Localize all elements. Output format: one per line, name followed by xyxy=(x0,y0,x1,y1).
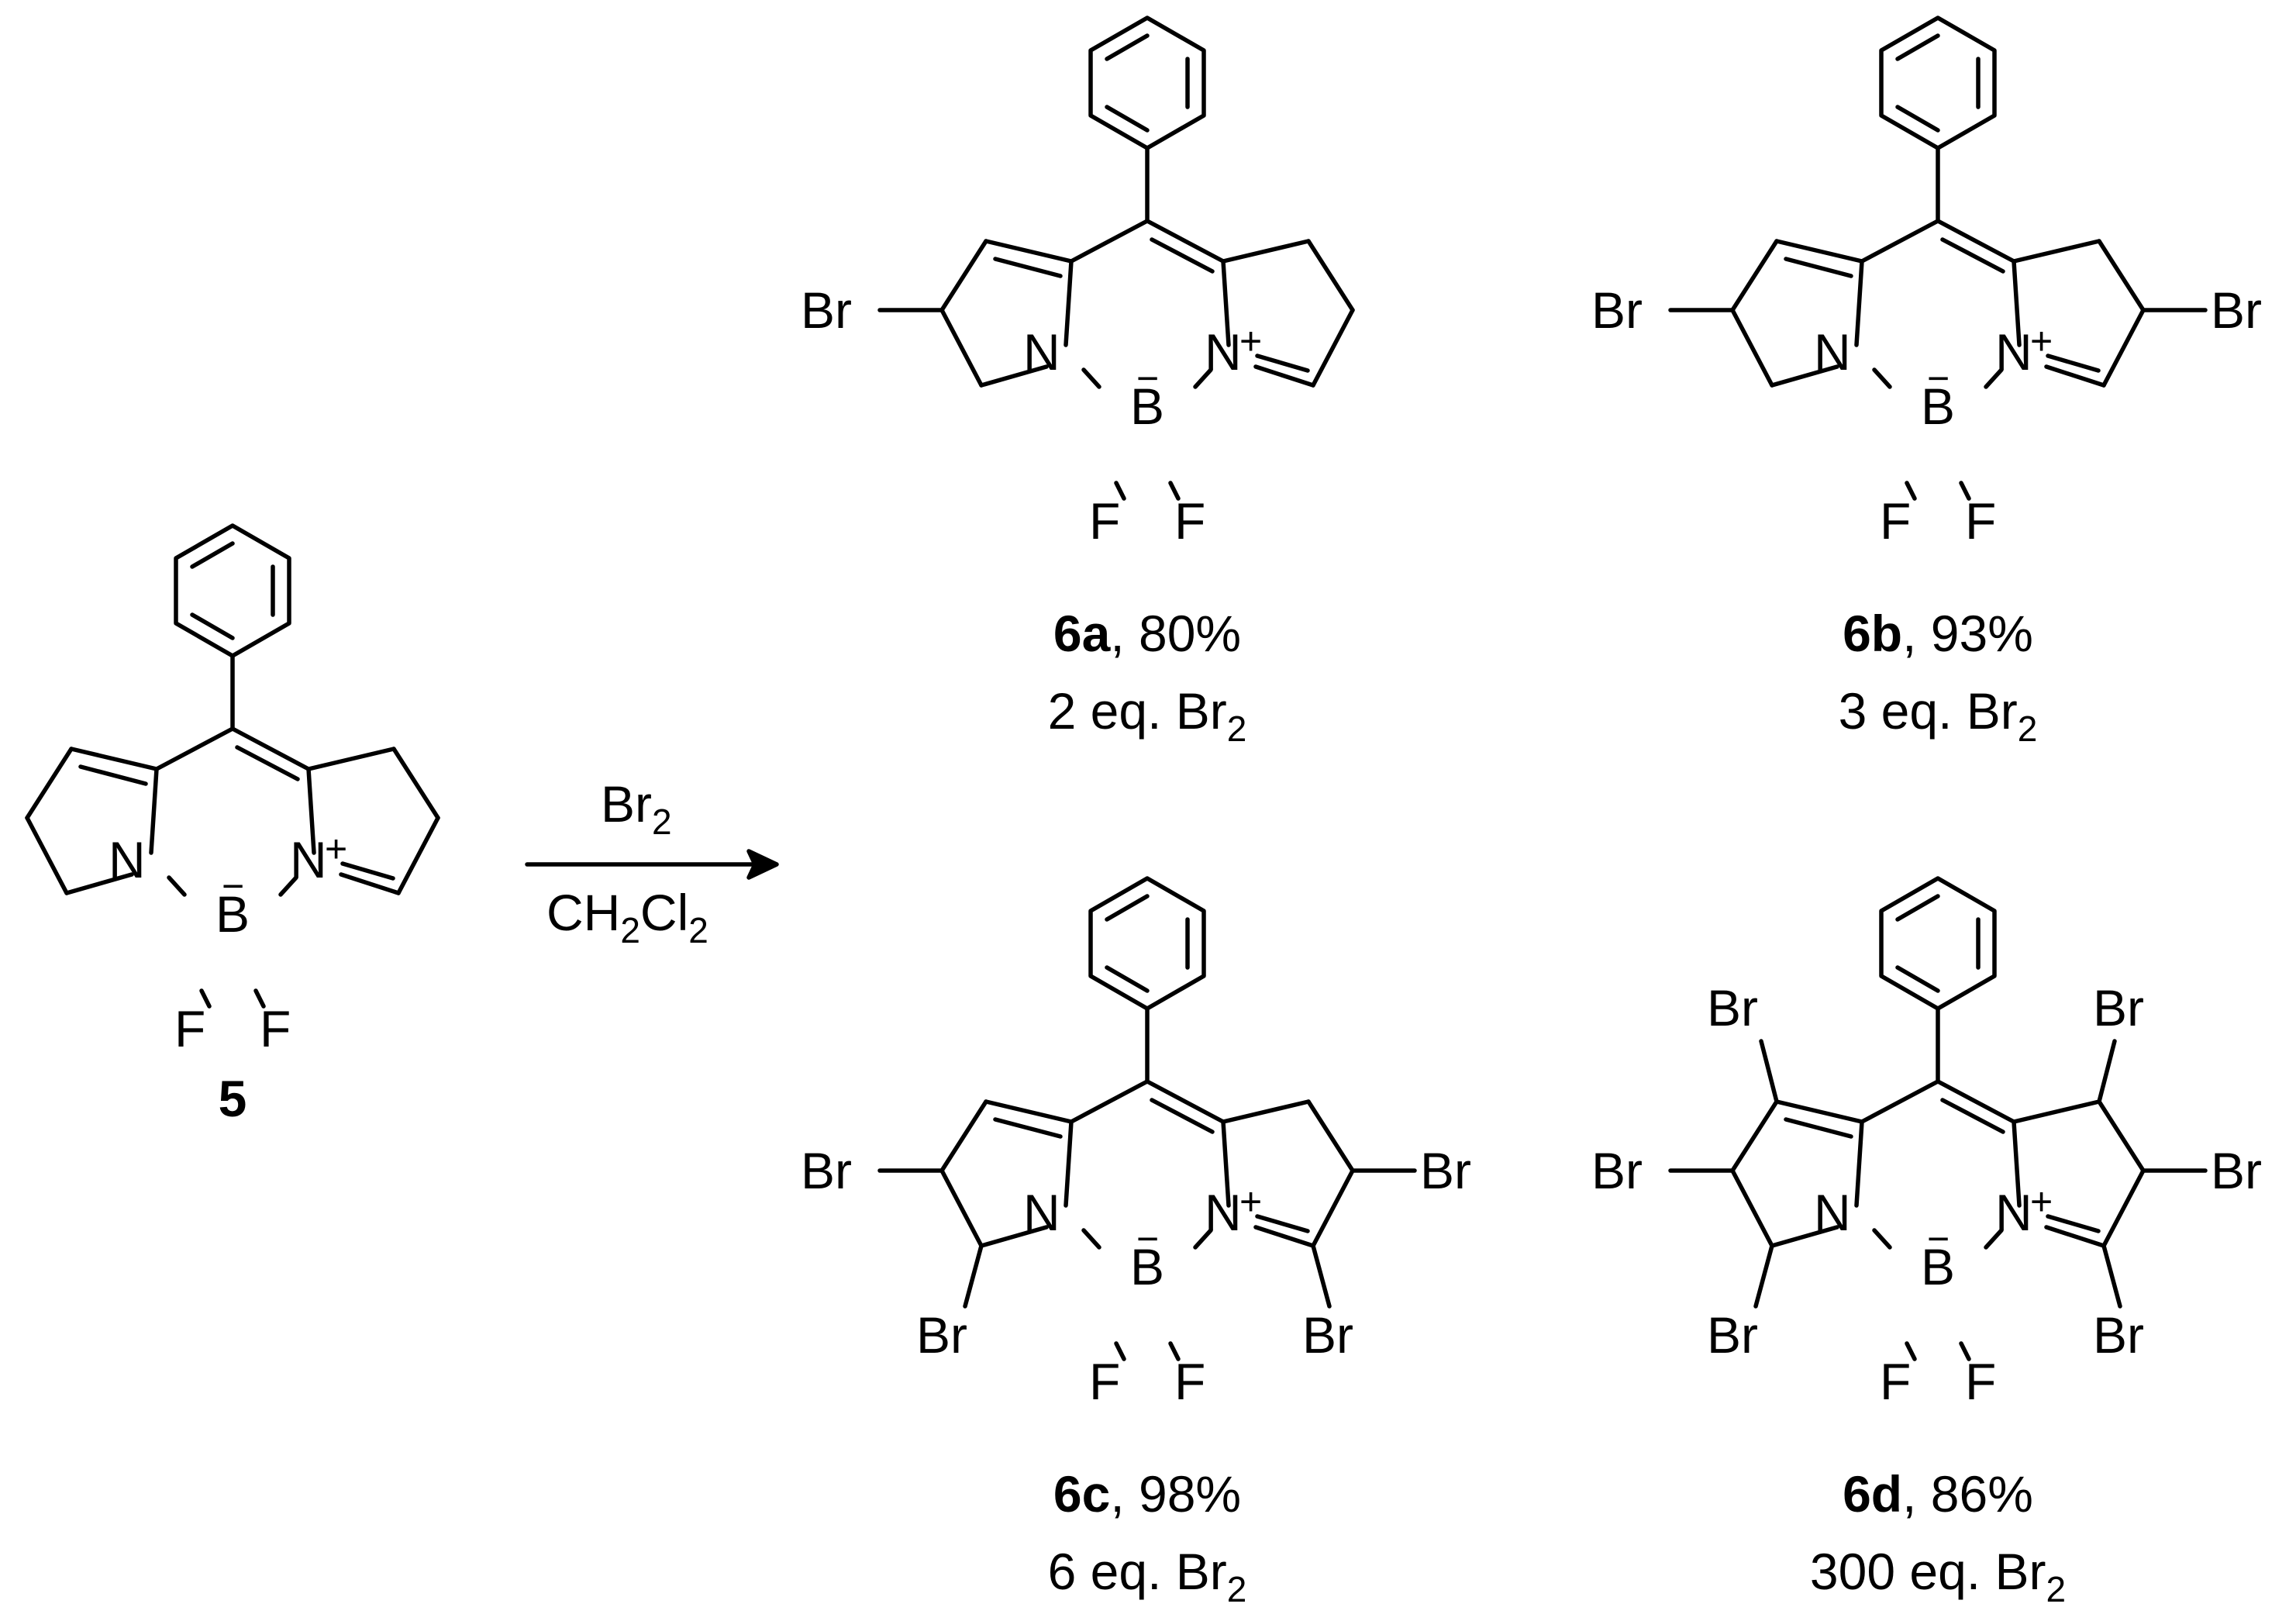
molecule-6d xyxy=(1591,878,2262,1410)
reagent-solvent: CH2Cl2 xyxy=(546,884,708,950)
molecule-5 xyxy=(27,526,438,1057)
molecule-6a xyxy=(801,18,1353,550)
compound-label-6c: 6c, 98% xyxy=(1053,1465,1241,1523)
molecule-6c xyxy=(801,878,1471,1410)
compound-label-6d: 6d, 86% xyxy=(1843,1465,2033,1523)
equivalents-6a: 2 eq. Br2 xyxy=(1048,682,1247,749)
compound-label-6a: 6a, 80% xyxy=(1053,605,1241,662)
equivalents-6b: 3 eq. Br2 xyxy=(1839,682,2038,749)
molecule-6b xyxy=(1591,18,2262,550)
equivalents-6c: 6 eq. Br2 xyxy=(1048,1543,1247,1609)
equivalents-6d: 300 eq. Br2 xyxy=(1810,1543,2066,1609)
compound-label-6b: 6b, 93% xyxy=(1843,605,2033,662)
reagent-bromine: Br2 xyxy=(601,775,672,842)
reaction-arrow xyxy=(525,849,779,880)
compound-label-5: 5 xyxy=(219,1070,247,1127)
